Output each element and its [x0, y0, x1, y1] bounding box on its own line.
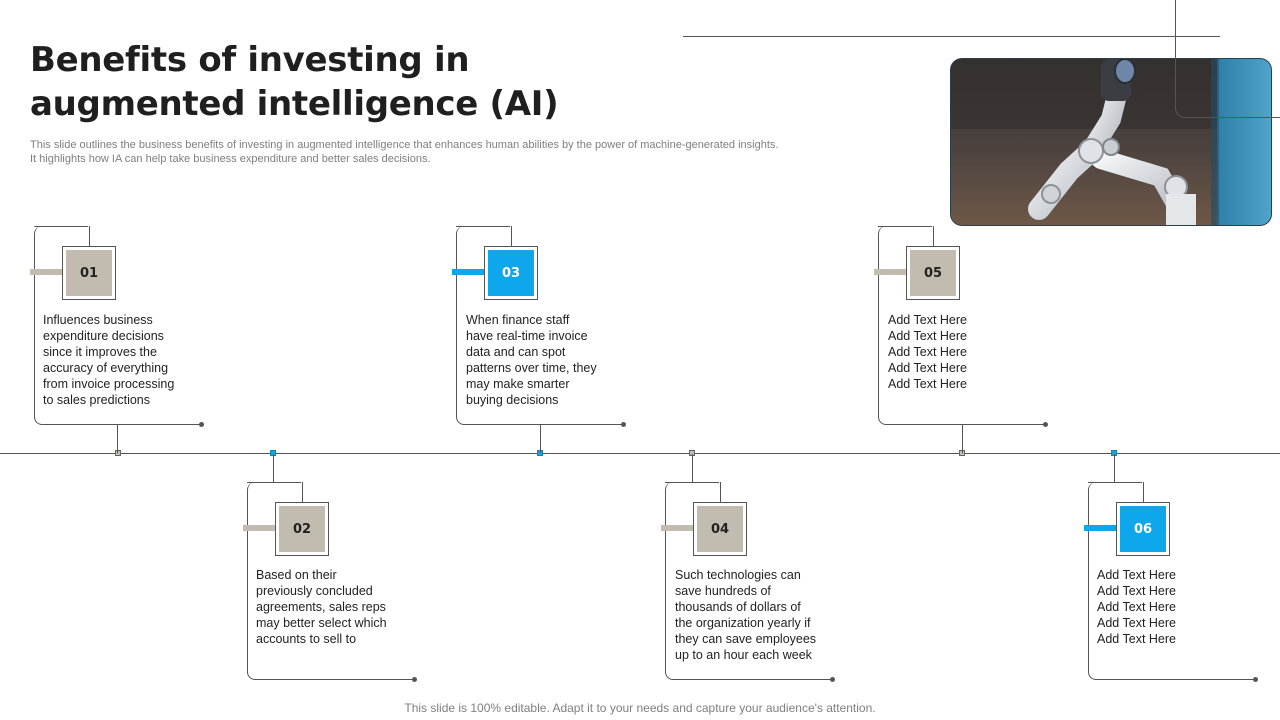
step-03-bracket-drop [511, 226, 512, 246]
step-04-text: Such technologies can save hundreds of t… [675, 568, 817, 662]
step-02-bottom-rule [255, 679, 415, 680]
step-05-stem [962, 425, 963, 453]
timeline-marker-01 [115, 450, 121, 456]
step-04-stem [692, 454, 693, 482]
step-01-number: 01 [66, 250, 112, 296]
step-06-badge: 06 [1116, 502, 1170, 556]
step-05-end-dot [1043, 422, 1048, 427]
slide-subtitle: This slide outlines the business benefit… [30, 138, 870, 166]
step-01-text: Influences business expenditure decision… [43, 313, 175, 407]
step-02-tab [243, 525, 275, 531]
step-05-bottom-rule [886, 424, 1046, 425]
step-03-number: 03 [488, 250, 534, 296]
step-06-number: 06 [1120, 506, 1166, 552]
step-03-text: When finance staff have real-time invoic… [466, 313, 597, 407]
step-03-end-dot [621, 422, 626, 427]
step-03-badge: 03 [484, 246, 538, 300]
subtitle-line-1: This slide outlines the business benefit… [30, 139, 779, 151]
step-05-text: Add Text Here Add Text Here Add Text Her… [888, 313, 967, 391]
step-02-number: 02 [279, 506, 325, 552]
step-05-bracket-top [878, 226, 932, 227]
step-04-tab [661, 525, 693, 531]
step-01-tab [30, 269, 62, 275]
step-03-bracket-top [456, 226, 510, 227]
step-03-stem [540, 425, 541, 453]
top-decorative-rule [683, 36, 1220, 37]
step-04-badge: 04 [693, 502, 747, 556]
step-06-bottom-rule [1096, 679, 1256, 680]
step-05-bracket-drop [933, 226, 934, 246]
step-06-text: Add Text Here Add Text Here Add Text Her… [1097, 568, 1176, 646]
timeline-axis [0, 453, 1280, 454]
step-02-badge: 02 [275, 502, 329, 556]
step-05-tab [874, 269, 906, 275]
step-01-bracket-top [34, 226, 88, 227]
step-04-end-dot [830, 677, 835, 682]
step-04-number: 04 [697, 506, 743, 552]
step-01-bottom-rule [42, 424, 202, 425]
step-02-bracket-top [247, 482, 301, 483]
step-01-end-dot [199, 422, 204, 427]
step-03-tab [452, 269, 484, 275]
step-06-tab [1084, 525, 1116, 531]
step-02-end-dot [412, 677, 417, 682]
step-06-stem [1114, 454, 1115, 482]
step-06-end-dot [1253, 677, 1258, 682]
step-05-number: 05 [910, 250, 956, 296]
step-02-stem [273, 454, 274, 482]
step-02-text: Based on their previously concluded agre… [256, 568, 387, 646]
step-06-bracket-drop [1143, 482, 1144, 502]
step-06-bracket-top [1088, 482, 1142, 483]
step-02-bracket-drop [302, 482, 303, 502]
step-01-badge: 01 [62, 246, 116, 300]
step-03-bottom-rule [464, 424, 624, 425]
step-04-bottom-rule [673, 679, 833, 680]
step-04-bracket-top [665, 482, 719, 483]
subtitle-line-2: It highlights how IA can help take busin… [30, 153, 431, 165]
step-01-stem [117, 425, 118, 453]
slide-footer: This slide is 100% editable. Adapt it to… [404, 701, 876, 715]
step-05-badge: 05 [906, 246, 960, 300]
step-04-bracket-drop [720, 482, 721, 502]
step-01-bracket-drop [89, 226, 90, 246]
slide-title: Benefits of investing in augmented intel… [30, 40, 559, 124]
photo-frame-decoration [1175, 0, 1280, 118]
